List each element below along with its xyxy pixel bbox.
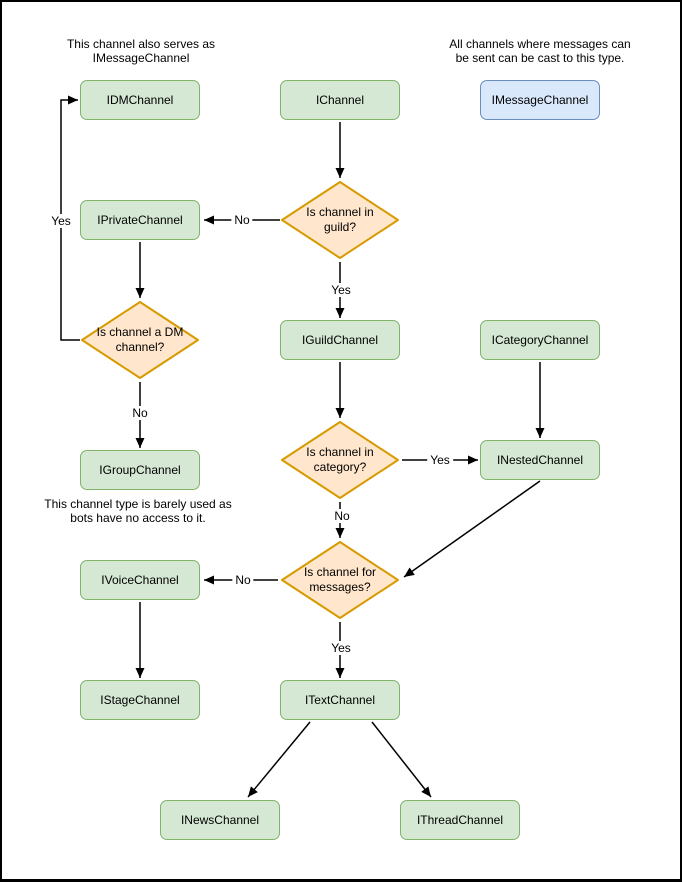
node-ithreadchannel: IThreadChannel xyxy=(400,800,520,840)
node-label: IGuildChannel xyxy=(301,333,379,347)
edge-inested-to-messages-decision xyxy=(403,480,541,578)
decision-label: Is channel a DM channel? xyxy=(96,325,184,354)
node-igroupchannel: IGroupChannel xyxy=(80,450,200,490)
decision-is-channel-in-guild: Is channel in guild? xyxy=(280,180,400,260)
node-label: IVoiceChannel xyxy=(101,573,179,587)
node-icategorychannel: ICategoryChannel xyxy=(480,320,600,360)
node-label: IDMChannel xyxy=(106,93,174,107)
edge-label-messages-no: No xyxy=(232,573,254,587)
diamond-shape xyxy=(81,301,199,379)
node-ivoicechannel: IVoiceChannel xyxy=(80,560,200,600)
node-iguildchannel: IGuildChannel xyxy=(280,320,400,360)
edge-label-dm-no: No xyxy=(129,406,151,420)
note-line: bots have no access to it. xyxy=(70,511,206,525)
node-label: ITextChannel xyxy=(304,693,376,707)
node-label: IStageChannel xyxy=(100,693,180,707)
node-label: IThreadChannel xyxy=(416,813,504,827)
decision-is-channel-a-dm: Is channel a DM channel? xyxy=(80,300,200,380)
diamond-shape xyxy=(281,181,399,259)
note-group-barely-used: This channel type is barely used as bots… xyxy=(44,497,231,525)
note-line: This channel type is barely used as xyxy=(44,497,232,511)
note-line: IMessageChannel xyxy=(92,51,190,65)
edge-label-guild-no: No xyxy=(231,213,253,227)
node-iprivatechannel: IPrivateChannel xyxy=(80,200,200,240)
node-itextchannel: ITextChannel xyxy=(280,680,400,720)
edge-label-category-yes: Yes xyxy=(427,453,453,467)
decision-label: Is channel in category? xyxy=(306,445,374,474)
note-dm-serves: This channel also serves as IMessageChan… xyxy=(67,37,215,65)
node-label: IPrivateChannel xyxy=(97,213,183,227)
node-idmchannel: IDMChannel xyxy=(80,80,200,120)
node-label: IMessageChannel xyxy=(491,93,589,107)
edge-label-messages-yes: Yes xyxy=(328,641,354,655)
note-line: This channel also serves as xyxy=(66,37,216,51)
decision-label: Is channel for messages? xyxy=(303,565,377,594)
diamond-shape xyxy=(281,541,399,619)
edge-itext-to-ithread xyxy=(371,721,432,798)
node-label: IGroupChannel xyxy=(99,463,181,477)
node-label: IChannel xyxy=(315,93,365,107)
note-message-cast: All channels where messages can be sent … xyxy=(449,37,630,65)
edge-itext-to-inews xyxy=(247,721,311,798)
node-ichannel: IChannel xyxy=(280,80,400,120)
decision-label: Is channel in guild? xyxy=(306,205,374,234)
node-imessagechannel: IMessageChannel xyxy=(480,80,600,120)
note-line: be sent can be cast to this type. xyxy=(455,51,625,65)
node-inestedchannel: INestedChannel xyxy=(480,440,600,480)
note-line: All channels where messages can xyxy=(449,37,631,51)
edge-label-guild-yes: Yes xyxy=(328,283,354,297)
node-label: ICategoryChannel xyxy=(491,333,589,347)
decision-is-channel-for-messages: Is channel for messages? xyxy=(280,540,400,620)
node-istagechannel: IStageChannel xyxy=(80,680,200,720)
node-inewschannel: INewsChannel xyxy=(160,800,280,840)
diamond-shape xyxy=(281,421,399,499)
edge-label-category-no: No xyxy=(331,509,353,523)
decision-is-channel-in-category: Is channel in category? xyxy=(280,420,400,500)
node-label: INewsChannel xyxy=(180,813,260,827)
edge-label-dm-yes: Yes xyxy=(48,214,74,228)
node-label: INestedChannel xyxy=(496,453,584,467)
